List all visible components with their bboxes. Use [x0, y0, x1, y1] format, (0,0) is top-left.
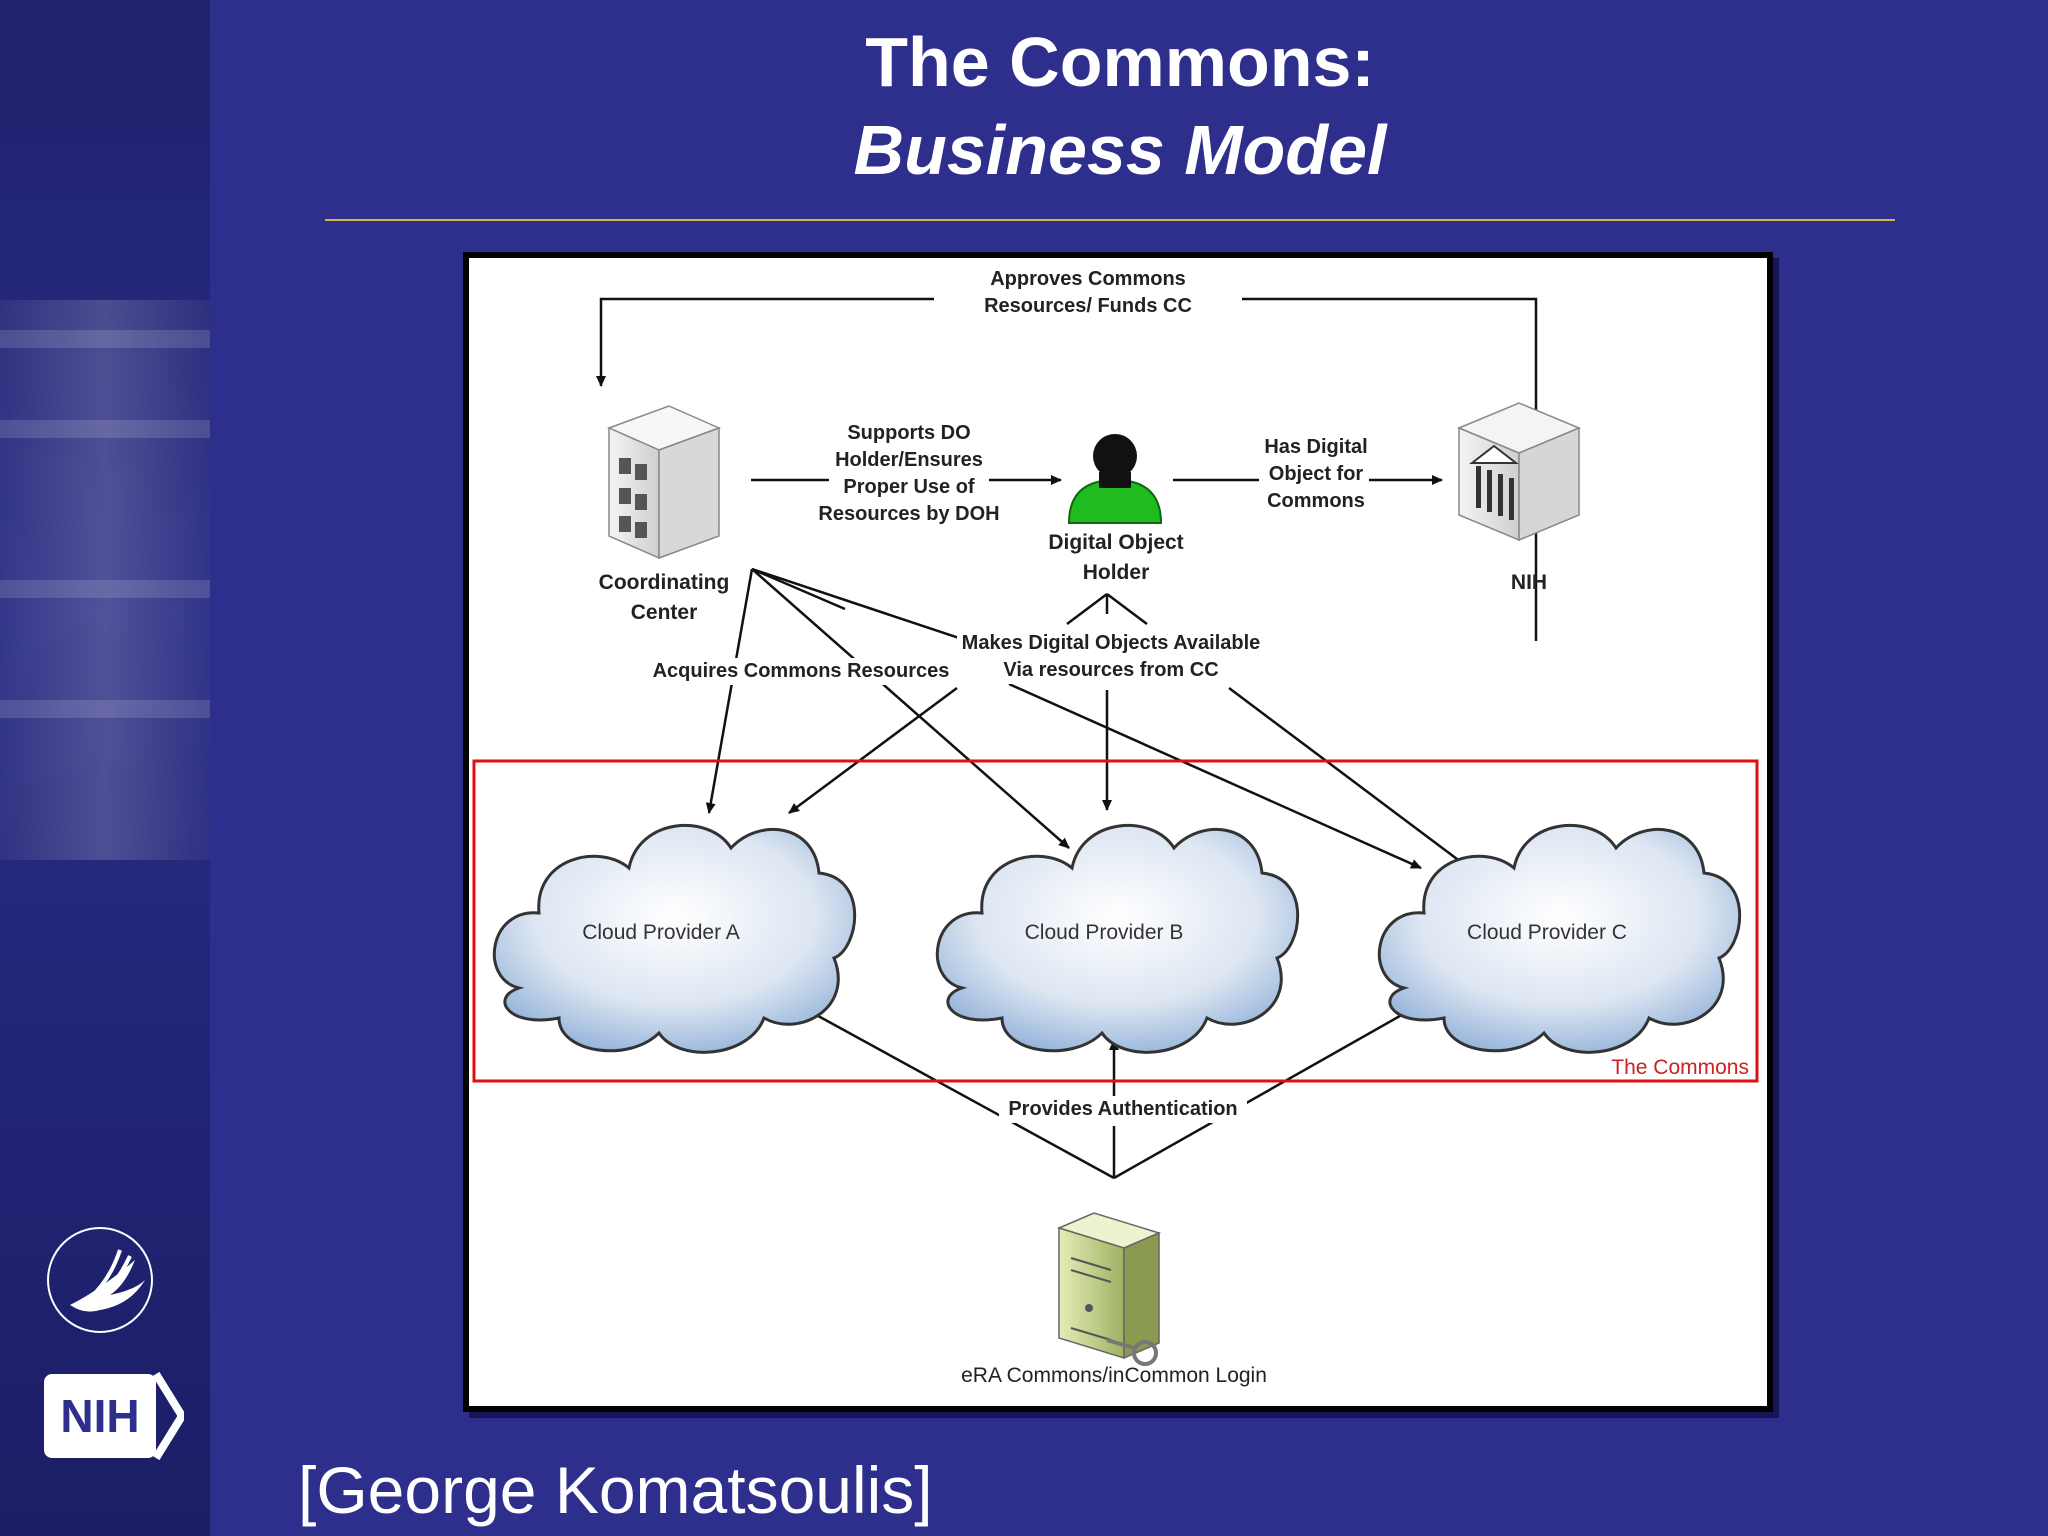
node-label-cloud-a: Cloud Provider A — [582, 921, 740, 944]
nih-logo: NIH — [44, 1371, 184, 1461]
edge-label-provides-auth: Provides Authentication — [999, 1096, 1247, 1123]
edge-label-supports: Supports DO Holder/Ensures Proper Use of… — [818, 422, 1000, 525]
edge-makes-a — [788, 686, 958, 815]
edge-label-approves: Approves Commons Resources/ Funds CC — [934, 266, 1242, 320]
edge-acquires-c-2 — [1008, 682, 1422, 870]
sidebar-background: NIH — [0, 0, 210, 1536]
cloud-provider-b-shape — [935, 824, 1300, 1054]
edge-label-acquires: Acquires Commons Resources — [647, 658, 955, 685]
pillar-band — [0, 420, 210, 438]
edge-label-makes-available: Makes Digital Objects Available Via reso… — [957, 630, 1265, 684]
diagram-canvas: Approves Commons Resources/ Funds CC Sup… — [469, 258, 1767, 1406]
edge-approves — [596, 297, 1538, 641]
title-line-2: Business Model — [853, 111, 1387, 189]
edge-acquires-a — [705, 568, 754, 814]
pillar-image — [0, 300, 210, 860]
edge-acquires-b — [751, 568, 1070, 849]
edge-acquires-mid — [751, 567, 960, 640]
node-label-cloud-b: Cloud Provider B — [1024, 921, 1184, 944]
group-label-the-commons: The Commons — [1611, 1056, 1749, 1079]
pillar-band — [0, 580, 210, 598]
edge-auth-a — [788, 998, 1115, 1180]
edge-makes-stem-r — [1106, 593, 1148, 625]
title-divider — [325, 219, 1895, 221]
commons-boundary — [472, 759, 1759, 1083]
coordinating-center-icon — [606, 405, 722, 560]
edge-makes-c — [1228, 687, 1470, 869]
login-server-icon — [1056, 1212, 1162, 1366]
title-line-1: The Commons: — [865, 23, 1375, 101]
slide-title: The Commons: Business Model — [700, 18, 1540, 194]
diagram-frame: Approves Commons Resources/ Funds CC Sup… — [463, 252, 1773, 1412]
nih-building-icon — [1457, 402, 1581, 542]
digital-object-holder-icon — [1067, 434, 1163, 524]
edge-acquires-c-1 — [751, 567, 846, 611]
node-label-login: eRA Commons/inCommon Login — [961, 1364, 1267, 1387]
edge-makes-stem-l — [1066, 593, 1108, 625]
pillar-band — [0, 330, 210, 348]
cloud-provider-a-shape — [492, 824, 857, 1054]
node-label-coordinating-center: Coordinating Center — [598, 571, 730, 624]
edge-label-has-digital: Has Digital Object for Commons — [1264, 436, 1368, 512]
pillar-band — [0, 700, 210, 718]
nih-logo-text: NIH — [60, 1390, 139, 1442]
node-label-cloud-c: Cloud Provider C — [1467, 921, 1627, 944]
node-label-digital-object-holder: Digital Object Holder — [1048, 531, 1184, 584]
node-label-nih: NIH — [1510, 571, 1548, 594]
diagram-svg — [472, 297, 1759, 1366]
edge-auth-c — [1113, 1006, 1415, 1180]
slide-credit: [George Komatsoulis] — [298, 1453, 933, 1527]
cloud-provider-c-shape — [1377, 824, 1742, 1054]
hhs-eagle-logo — [47, 1227, 153, 1333]
